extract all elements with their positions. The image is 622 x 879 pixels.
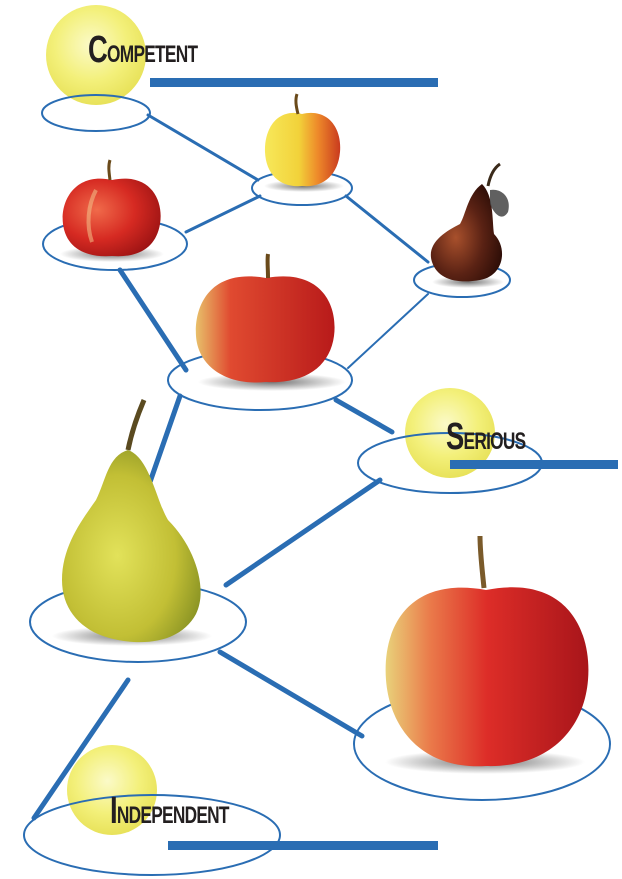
connector-medium-apple-to-serious bbox=[333, 397, 395, 435]
competent-label-initial: C bbox=[88, 29, 108, 71]
independent-underline bbox=[168, 841, 438, 850]
independent-label-initial: I bbox=[110, 790, 118, 832]
platform-competent bbox=[41, 94, 151, 132]
connector-lines bbox=[31, 113, 430, 821]
independent-circle bbox=[67, 745, 157, 835]
connector-left-apple-to-medium-apple bbox=[117, 267, 189, 373]
serious-label-initial: S bbox=[446, 416, 464, 458]
independent-label-rest: NDEPENDENT bbox=[116, 802, 230, 829]
serious-label: SERIOUS bbox=[446, 416, 527, 458]
red-apple-left bbox=[62, 159, 161, 257]
medium-red-apple bbox=[195, 253, 335, 383]
connector-small-apple-to-red-pear bbox=[344, 194, 430, 264]
connector-green-pear-to-independent bbox=[31, 677, 131, 821]
connector-competent-to-small-apple bbox=[146, 113, 260, 182]
serious-label-rest: ERIOUS bbox=[463, 428, 527, 455]
connector-medium-apple-to-green-pear bbox=[147, 393, 183, 485]
competent-label-rest: OMPETENT bbox=[107, 41, 198, 68]
platform-serious bbox=[357, 432, 543, 494]
platform-ellipses bbox=[23, 94, 611, 876]
competent-circle bbox=[46, 5, 146, 105]
independent-label: INDEPENDENT bbox=[110, 792, 229, 830]
platform-independent bbox=[23, 794, 281, 876]
green-pear bbox=[62, 399, 201, 643]
competent-underline bbox=[150, 78, 438, 87]
large-red-apple bbox=[385, 535, 589, 767]
connector-serious-to-green-pear bbox=[223, 477, 383, 588]
connector-left-apple-to-small-apple bbox=[184, 194, 262, 234]
connector-green-pear-to-large-apple bbox=[217, 649, 365, 739]
connector-red-pear-to-medium-apple bbox=[347, 293, 429, 369]
competent-label: COMPETENT bbox=[88, 29, 198, 71]
small-bicolor-apple bbox=[264, 93, 341, 187]
red-pear bbox=[430, 162, 509, 282]
serious-underline bbox=[450, 460, 618, 469]
